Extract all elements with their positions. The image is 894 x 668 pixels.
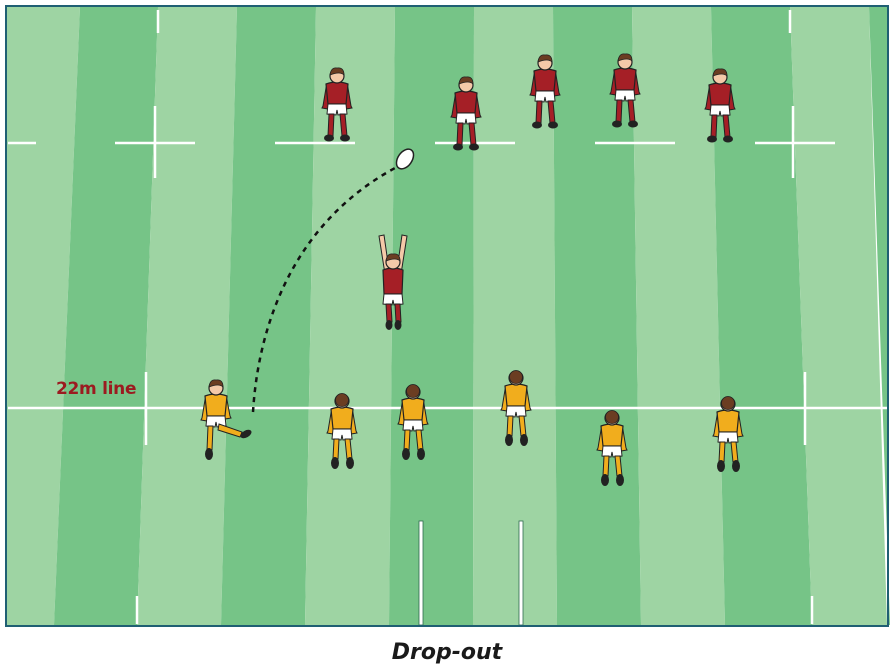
pitch-stripe — [632, 7, 725, 625]
pitch-stripe — [473, 7, 557, 625]
pitch-stripe — [137, 7, 237, 625]
rugby-field-diagram: 22m line — [5, 5, 890, 627]
field-marks — [135, 10, 814, 624]
field-border — [5, 5, 889, 627]
pitch-stripe — [221, 7, 316, 625]
rugby-ball-icon — [395, 148, 415, 170]
pitch-stripe — [790, 7, 887, 625]
pitch-stripe — [869, 7, 890, 625]
pitch-stripe — [305, 7, 395, 625]
twenty-two-metre-line — [8, 372, 887, 445]
line-label-22m: 22m line — [56, 379, 137, 399]
pitch-stripe — [7, 7, 80, 625]
pitch-stripes — [7, 7, 890, 625]
diagram-caption: Drop-out — [391, 640, 503, 665]
kick-trajectory — [251, 166, 396, 413]
pitch-stripe — [54, 7, 158, 625]
